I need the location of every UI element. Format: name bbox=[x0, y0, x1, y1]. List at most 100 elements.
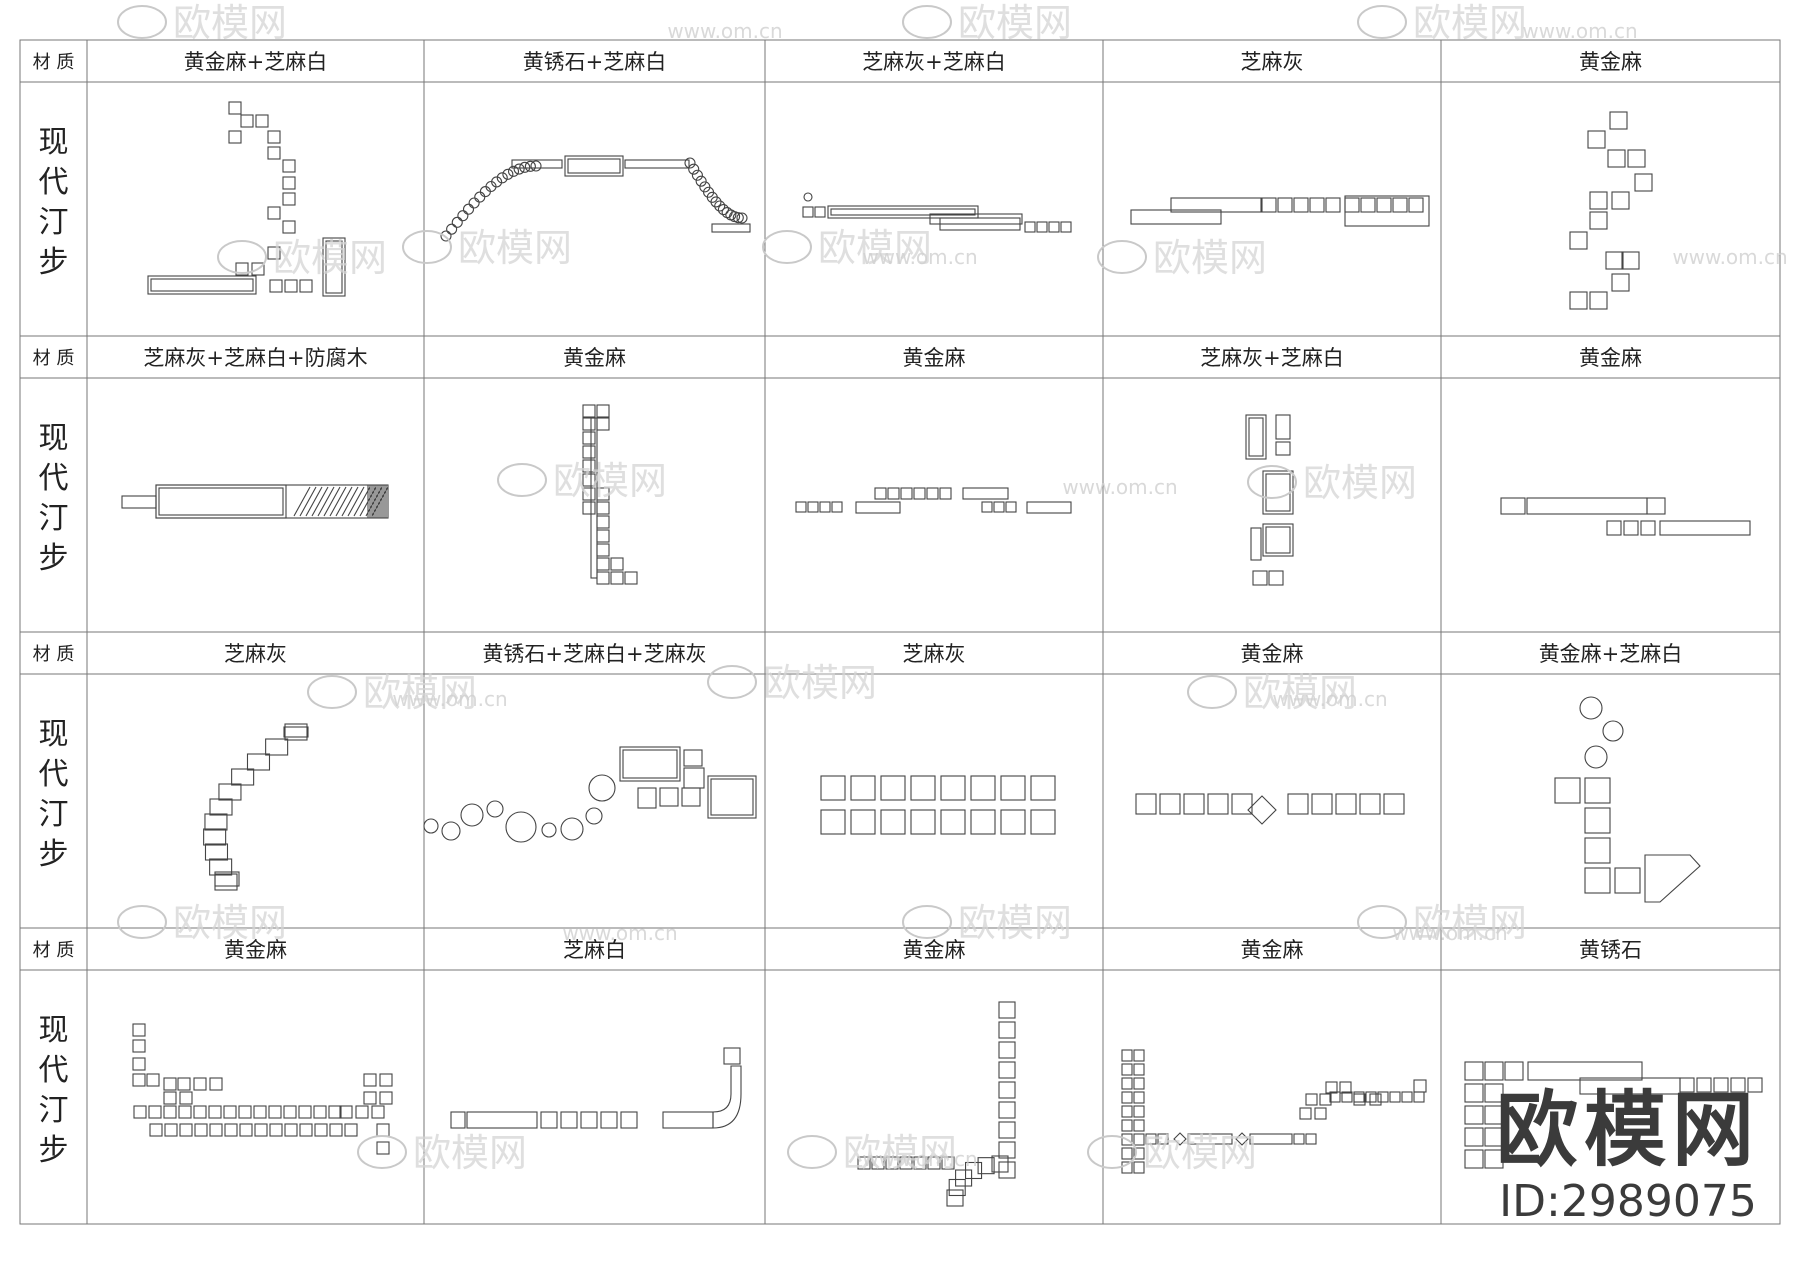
table-grid bbox=[19, 39, 1781, 1225]
stone bbox=[1609, 111, 1628, 130]
round-stone bbox=[513, 163, 525, 175]
slab-inner bbox=[325, 240, 343, 294]
slab-stone bbox=[1262, 470, 1294, 515]
stone bbox=[1611, 191, 1630, 210]
stone bbox=[1584, 867, 1611, 894]
stone bbox=[1121, 1063, 1133, 1076]
round-stone bbox=[736, 212, 748, 224]
stone bbox=[580, 1111, 598, 1129]
stone bbox=[683, 749, 703, 767]
stone bbox=[1060, 221, 1072, 233]
stone bbox=[1030, 775, 1056, 801]
watermark-logo-icon bbox=[707, 665, 757, 699]
stone bbox=[1000, 775, 1026, 801]
stone bbox=[1305, 1093, 1318, 1106]
stone bbox=[1589, 191, 1608, 210]
watermark-brand: 欧模网 bbox=[1413, 901, 1527, 945]
watermark-url: www.om.cn bbox=[1062, 475, 1177, 499]
stone bbox=[1121, 1049, 1133, 1062]
stone bbox=[450, 1111, 466, 1129]
round-stone bbox=[1579, 696, 1603, 720]
stone bbox=[239, 1123, 253, 1137]
stone bbox=[1207, 793, 1229, 815]
stone bbox=[1275, 414, 1291, 440]
round-stone bbox=[714, 200, 726, 212]
stone bbox=[1133, 1105, 1145, 1118]
watermark-brand: 欧模网 bbox=[1303, 461, 1417, 505]
stone bbox=[267, 146, 281, 160]
stone bbox=[1293, 197, 1309, 213]
stone bbox=[1187, 1133, 1233, 1145]
watermark-logo-icon bbox=[1187, 675, 1237, 709]
stone bbox=[850, 775, 876, 801]
stone bbox=[1335, 793, 1357, 815]
decking-line bbox=[293, 486, 311, 517]
stone bbox=[193, 1105, 207, 1119]
row-label-char: 汀 bbox=[39, 797, 69, 832]
watermark-brand: 欧模网 bbox=[1413, 1, 1527, 45]
stone bbox=[1589, 291, 1608, 310]
stone bbox=[998, 1021, 1016, 1039]
stone bbox=[998, 1161, 1016, 1179]
watermark-logo-icon bbox=[217, 240, 267, 274]
rail-stone bbox=[511, 159, 563, 169]
stone bbox=[939, 217, 1021, 231]
stone bbox=[1353, 1093, 1366, 1106]
material-headers: 材 质黄金麻+芝麻白黄锈石+芝麻白芝麻灰+芝麻白芝麻灰黄金麻现代汀步材 质芝麻灰… bbox=[33, 50, 1683, 1168]
round-stone bbox=[451, 216, 463, 228]
row-label-char: 汀 bbox=[39, 501, 69, 536]
stone bbox=[1121, 1077, 1133, 1090]
stone bbox=[267, 206, 281, 220]
stone bbox=[1587, 130, 1606, 149]
round-stone bbox=[717, 204, 729, 216]
stone bbox=[1249, 1133, 1293, 1145]
stone bbox=[1747, 1077, 1763, 1093]
stone bbox=[582, 445, 596, 459]
material-name: 黄金麻 bbox=[903, 938, 966, 962]
stone bbox=[376, 1141, 390, 1155]
curved-slab bbox=[712, 1065, 742, 1129]
round-stone bbox=[1584, 745, 1608, 769]
slab-inner bbox=[622, 749, 678, 779]
stone bbox=[855, 501, 901, 514]
stone bbox=[179, 1091, 193, 1105]
stone bbox=[899, 1156, 913, 1170]
stone bbox=[240, 114, 254, 128]
watermark-url: www.om.cn bbox=[1272, 687, 1387, 711]
stone bbox=[282, 176, 296, 190]
stone bbox=[1589, 211, 1608, 230]
stone bbox=[596, 404, 610, 418]
stone bbox=[1584, 837, 1611, 864]
stone bbox=[1329, 1091, 1341, 1103]
stone bbox=[1464, 1149, 1484, 1169]
stone bbox=[929, 213, 1023, 225]
stone bbox=[1133, 1133, 1145, 1146]
stone bbox=[540, 1111, 558, 1129]
stone bbox=[939, 487, 952, 500]
stone bbox=[284, 723, 308, 741]
round-stone bbox=[710, 196, 722, 208]
watermark-brand: 欧模网 bbox=[958, 1, 1072, 45]
stone bbox=[163, 1091, 177, 1105]
path-stone bbox=[1173, 1132, 1187, 1146]
stone bbox=[1360, 197, 1376, 213]
watermark-url: www.om.cn bbox=[1672, 245, 1787, 269]
material-name: 黄金麻 bbox=[224, 938, 287, 962]
stone bbox=[857, 1156, 871, 1170]
row-label-char: 代 bbox=[39, 165, 69, 200]
material-name: 黄锈石+芝麻白+芝麻灰 bbox=[482, 642, 706, 666]
stone bbox=[209, 798, 233, 816]
round-stone bbox=[496, 172, 508, 184]
slab-stone bbox=[564, 155, 624, 177]
stone bbox=[880, 775, 906, 801]
stone bbox=[1353, 1091, 1365, 1103]
stone bbox=[927, 1156, 941, 1170]
round-stone bbox=[684, 157, 696, 169]
stone bbox=[223, 1105, 237, 1119]
material-label: 材 质 bbox=[33, 348, 75, 369]
stone bbox=[299, 1123, 313, 1137]
stone bbox=[662, 1111, 714, 1129]
slab-stone bbox=[155, 484, 287, 519]
stone bbox=[910, 809, 936, 835]
stone bbox=[1325, 1081, 1338, 1094]
